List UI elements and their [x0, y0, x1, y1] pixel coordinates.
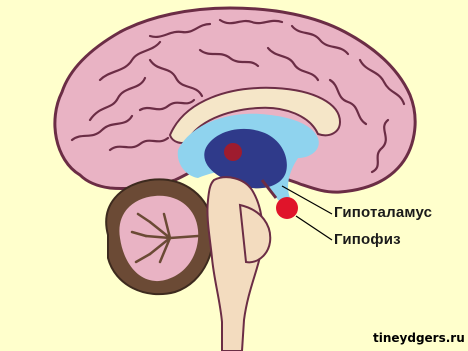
hypophysis-leader — [296, 216, 332, 240]
hypothalamus-label: Гипоталамус — [334, 204, 432, 221]
pituitary-dot — [276, 197, 298, 219]
site-watermark: tineydgers.ru — [373, 331, 465, 345]
pons — [240, 205, 270, 262]
hypophysis-label: Гипофиз — [334, 231, 401, 248]
brainstem — [207, 177, 262, 351]
hypothalamus-dot — [224, 143, 242, 161]
